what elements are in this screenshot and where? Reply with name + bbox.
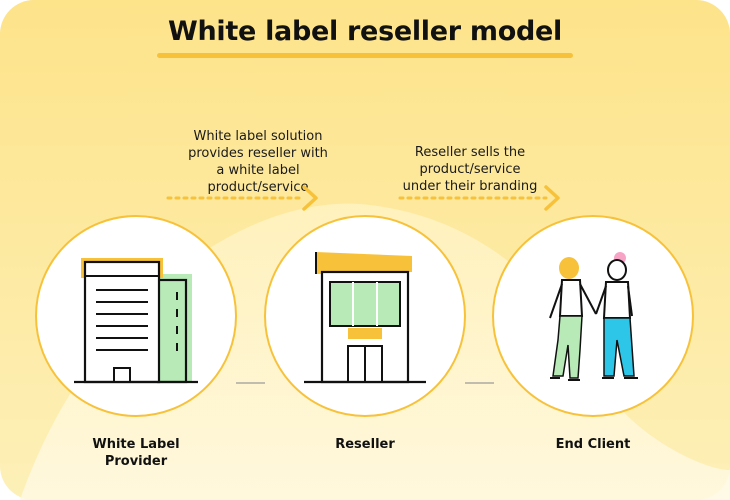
node-label-end-client: End Client <box>555 437 631 452</box>
node-circle-end-client <box>492 215 694 417</box>
title-underline <box>157 53 573 58</box>
arrow-caption-provider-to-reseller: White label solution provides reseller w… <box>188 129 328 195</box>
dotted-arrow-icon <box>166 185 318 211</box>
dotted-arrow-icon <box>398 185 560 211</box>
storefront-icon <box>304 252 426 384</box>
people-couple-icon <box>549 252 638 381</box>
arrow-caption-reseller-to-client: Reseller sells the product/service under… <box>402 145 538 194</box>
node-label-provider: White Label Provider <box>92 437 180 469</box>
node-label-reseller: Reseller <box>335 437 395 452</box>
diagram-title: White label reseller model <box>168 16 562 47</box>
office-building-icon <box>74 258 198 384</box>
